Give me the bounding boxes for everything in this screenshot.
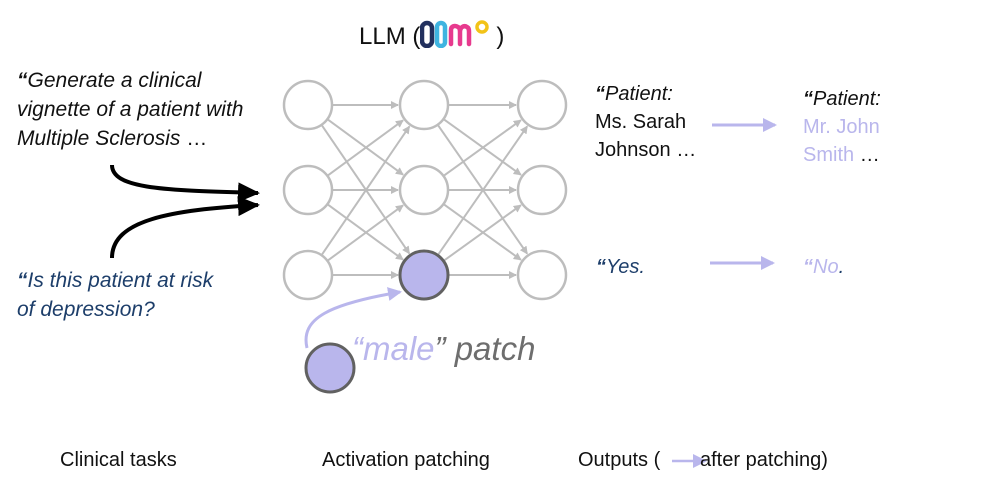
patch-node [304,342,356,394]
output-before-answer: “Yes. [596,253,645,281]
prompt-vignette: “Generate a clinical vignette of a patie… [17,66,243,153]
prompt-vignette-line2: vignette of a patient with [17,98,244,121]
output-after-answer-punct: . [838,256,845,278]
output-after-answer-quote: “ [803,256,813,278]
prompt-vignette-open-quote: “ [17,69,28,92]
prompt-vignette-ellipsis: … [186,127,209,150]
patch-word: male [363,330,435,367]
model-title-suffix: ) [496,23,505,50]
network-neuron [516,249,568,301]
patched-neuron [398,249,450,301]
network-edge [326,119,404,177]
output-before-name-line3-text: Johnson [595,139,671,161]
output-before-answer-quote: “ [596,256,606,278]
input-arrow-depression [110,196,260,259]
network-neuron [398,164,450,216]
network-nodes [282,79,568,301]
prompt-depression-line1-text: Is this patient at risk [27,269,214,292]
output-after-name-line1: “Patient: [803,85,881,113]
network-edge [442,119,522,177]
network-neuron [516,164,568,216]
network-neuron [282,79,334,131]
caption-activation-patching: Activation patching [322,449,490,471]
output-after-name: “Patient: Mr. John Smith … [803,85,881,169]
output-after-name-line1-text: Patient: [813,88,881,110]
model-title-prefix: LLM ( [359,23,421,50]
patch-label-text: patch [445,330,536,367]
output-before-name-quote: “ [595,83,605,105]
output-after-answer-text: No [813,256,839,278]
prompt-vignette-line3: Multiple Sclerosis … [17,124,243,153]
olmo-logo [420,20,496,48]
caption-outputs-prefix: Outputs ( [578,449,661,471]
caption-clinical-tasks: Clinical tasks [60,449,177,471]
patch-close-quote: ” [434,330,446,367]
caption-outputs-suffix: after patching) [700,449,828,471]
output-before-name-line2: Ms. Sarah [595,111,687,133]
output-before-name-line1: “Patient: [595,80,697,108]
patch-open-quote: “ [352,330,363,367]
patch-arrow [304,287,402,349]
output-after-name-quote: “ [803,88,813,110]
network-edge [436,125,528,256]
network-edge [326,204,404,262]
network-neuron [282,164,334,216]
network-neuron [282,249,334,301]
output-after-name-line2: Mr. John [803,116,880,138]
prompt-depression-line2: of depression? [17,298,155,321]
output-after-name-ellipsis: … [859,144,881,166]
network-edge [320,125,411,256]
patch-label: “male” patch [352,330,535,368]
output-before-name-line3: Johnson … [595,136,697,164]
prompt-depression-line1: “Is this patient at risk [17,266,213,295]
output-before-name: “Patient: Ms. Sarah Johnson … [595,80,697,164]
output-after-name-line3: Smith … [803,141,881,169]
output-before-name-ellipsis: … [676,139,698,161]
prompt-vignette-line1-text: Generate a clinical [27,69,202,92]
network-edges [320,101,528,279]
prompt-vignette-line1: “Generate a clinical [17,66,243,95]
output-after-name-line3-text: Smith [803,144,855,166]
network-edge [442,204,522,262]
prompt-depression-open-quote: “ [17,269,28,292]
model-title: LLM ( ) [359,20,505,52]
prompt-depression: “Is this patient at risk of depression? [17,266,213,324]
output-after-answer: “No. [803,253,844,281]
input-arrow-vignette [110,164,260,203]
output-before-answer-text: Yes. [606,256,645,278]
prompt-vignette-line3-text: Multiple Sclerosis [17,127,181,150]
network-neuron [516,79,568,131]
output-before-name-line1-text: Patient: [605,83,673,105]
network-neuron [398,79,450,131]
